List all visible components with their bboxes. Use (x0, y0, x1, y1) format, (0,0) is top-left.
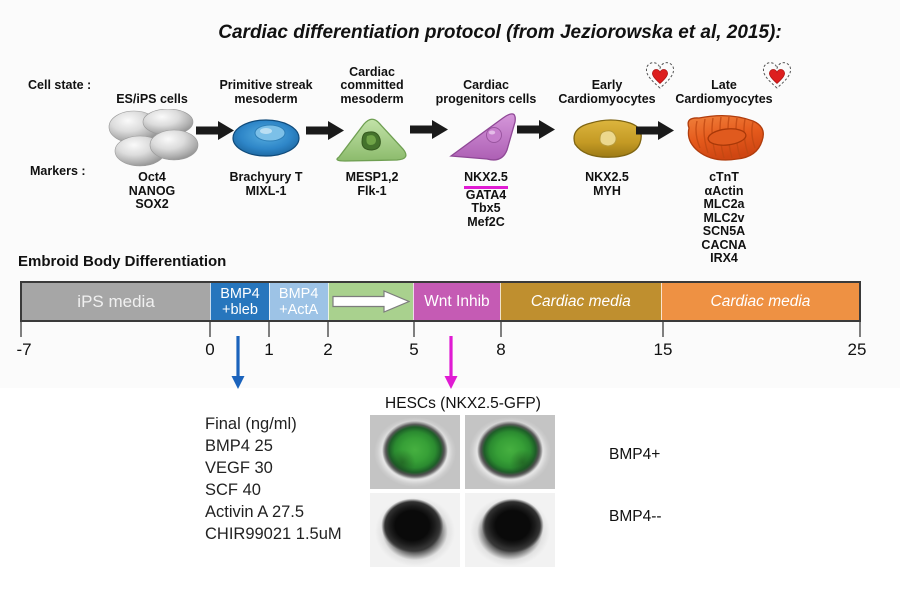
stage-column-cardiac-committed: Cardiac committed mesoderm MESP1,2 Flk-1 (312, 60, 432, 198)
stage-column-primitive-streak: Primitive streak mesoderm Brachyury T MI… (206, 60, 326, 198)
timeline-segment-bmp4-bleb: BMP4 +bleb (210, 283, 269, 320)
stage-column-early-cardiomyocytes: Early Cardiomyocytes NKX2.5 MYH (547, 60, 667, 198)
timeline-tick-label: 8 (496, 340, 506, 359)
differentiation-timeline-bar: iPS media BMP4 +bleb BMP4 +ActA Wnt Inhi… (20, 281, 861, 322)
timeline-tick-label: 5 (409, 340, 419, 359)
marker-mef2c: Mef2C (467, 214, 505, 229)
cardiac-progenitors-cell-illustration (447, 108, 525, 168)
timeline-tick (413, 322, 415, 337)
timeline-tick (268, 322, 270, 337)
primitive-streak-cell-illustration (231, 108, 301, 168)
cardiac-committed-cell-illustration (331, 108, 413, 168)
stage-markers-cardiac-progenitors: NKX2.5 GATA4 Tbx5 Mef2C (464, 170, 508, 229)
figure-background (0, 0, 900, 388)
timeline-tick-label: 0 (205, 340, 215, 359)
timeline-tick-label: 1 (264, 340, 274, 359)
stage-column-late-cardiomyocytes: Late Cardiomyocytes cTnT αActin MLC2a ML… (664, 60, 784, 266)
heart-icon (645, 62, 675, 89)
marker-sox2: SOX2 (135, 197, 169, 211)
arrow-right-icon (306, 121, 344, 140)
arrow-right-icon (636, 121, 674, 140)
heart-icon (762, 62, 792, 89)
marker-oct4: Oct4 (138, 170, 166, 184)
stage-markers-cardiac-committed: MESP1,2 Flk-1 (345, 170, 399, 198)
stage-column-cardiac-progenitors: Cardiac progenitors cells NKX2.5 GATA4 T… (426, 60, 546, 229)
cell-state-row-label: Cell state : (28, 78, 92, 92)
arrow-right-icon (517, 120, 555, 139)
arrow-right-icon (410, 120, 448, 139)
timeline-segment-cardiac-media-2: Cardiac media (660, 283, 859, 320)
markers-row-label: Markers : (30, 164, 86, 178)
stage-label-early-cardiomyocytes: Early Cardiomyocytes (558, 78, 656, 106)
arrow-right-icon (196, 121, 234, 140)
timeline-tick (327, 322, 329, 337)
marker-gata4: GATA4 (465, 187, 507, 202)
reagent-concentration-list: Final (ng/ml) BMP4 25 VEGF 30 SCF 40 Act… (205, 415, 342, 543)
marker-nkx25-underlined: NKX2.5 (464, 170, 508, 189)
marker-myh: MYH (593, 183, 621, 198)
eb-image-bmp4-negative-2 (465, 493, 555, 567)
marker-aactin: αActin (704, 183, 744, 198)
timeline-heading: Embroid Body Differentiation (18, 253, 227, 270)
timeline-tick (662, 322, 664, 337)
marker-mlc2v: MLC2v (703, 210, 745, 225)
timeline-tick (209, 322, 211, 337)
timeline-segment-bmp4-acta: BMP4 +ActA (268, 283, 328, 320)
timeline-tick-label: 15 (653, 340, 673, 359)
stage-markers-es-ips: Oct4 NANOG SOX2 (128, 170, 176, 212)
stage-label-cardiac-committed: Cardiac committed mesoderm (340, 64, 404, 106)
stage-label-late-cardiomyocytes: Late Cardiomyocytes (675, 78, 773, 106)
marker-irx4: IRX4 (710, 251, 738, 265)
es-ips-cells-illustration (104, 108, 200, 168)
figure-title: Cardiac differentiation protocol (from J… (218, 22, 782, 43)
timeline-segment-ips-media: iPS media (22, 283, 211, 320)
eb-image-bmp4-positive-1 (370, 415, 460, 489)
bmp4-addition-down-arrow-icon (231, 336, 245, 389)
marker-nanog: NANOG (128, 183, 176, 198)
marker-scn5a: SCN5A (702, 224, 746, 238)
marker-mesp12: MESP1,2 (345, 170, 399, 184)
timeline-tick (859, 322, 861, 337)
marker-flk1: Flk-1 (357, 183, 387, 198)
timeline-tick-label: -7 (16, 340, 32, 359)
stage-markers-late-cardiomyocytes: cTnT αActin MLC2a MLC2v SCN5A CACNA IRX4 (701, 170, 747, 266)
bmp4-negative-label: BMP4-- (609, 508, 662, 525)
marker-brachyury-t: Brachyury T (229, 170, 303, 184)
stage-markers-early-cardiomyocytes: NKX2.5 MYH (585, 170, 629, 198)
eb-image-bmp4-positive-2 (465, 415, 555, 489)
timeline-segment-green-transition (327, 283, 414, 320)
stage-label-primitive-streak: Primitive streak mesoderm (219, 78, 313, 106)
early-cardiomyocyte-cell-illustration (567, 108, 647, 168)
hesc-images-title: HESCs (NKX2.5-GFP) (385, 395, 541, 412)
late-cardiomyocyte-cell-illustration (677, 108, 771, 168)
wnt-inhibitor-down-arrow-icon (444, 336, 458, 389)
marker-mixl1: MIXL-1 (245, 183, 287, 198)
timeline-tick-label: 25 (847, 340, 867, 359)
timeline-segment-cardiac-media-1: Cardiac media (499, 283, 661, 320)
marker-ctnt: cTnT (709, 170, 739, 184)
stage-column-es-ips: ES/iPS cells Oct4 NANOG SOX2 (92, 60, 212, 212)
marker-cacna: CACNA (701, 237, 747, 252)
white-right-arrow-icon (332, 290, 410, 313)
embryoid-body-image-grid (370, 415, 555, 567)
timeline-tick (500, 322, 502, 337)
bmp4-positive-label: BMP4+ (609, 446, 661, 463)
stage-label-es-ips: ES/iPS cells (116, 91, 188, 106)
stage-label-cardiac-progenitors: Cardiac progenitors cells (435, 78, 537, 106)
timeline-segment-wnt-inhib: Wnt Inhib (413, 283, 500, 320)
timeline-tick (20, 322, 22, 337)
marker-nkx25: NKX2.5 (585, 170, 629, 184)
marker-mlc2a: MLC2a (703, 197, 745, 211)
marker-tbx5: Tbx5 (471, 201, 501, 215)
eb-image-bmp4-negative-1 (370, 493, 460, 567)
timeline-tick-label: 2 (323, 340, 333, 359)
stage-markers-primitive-streak: Brachyury T MIXL-1 (229, 170, 303, 198)
